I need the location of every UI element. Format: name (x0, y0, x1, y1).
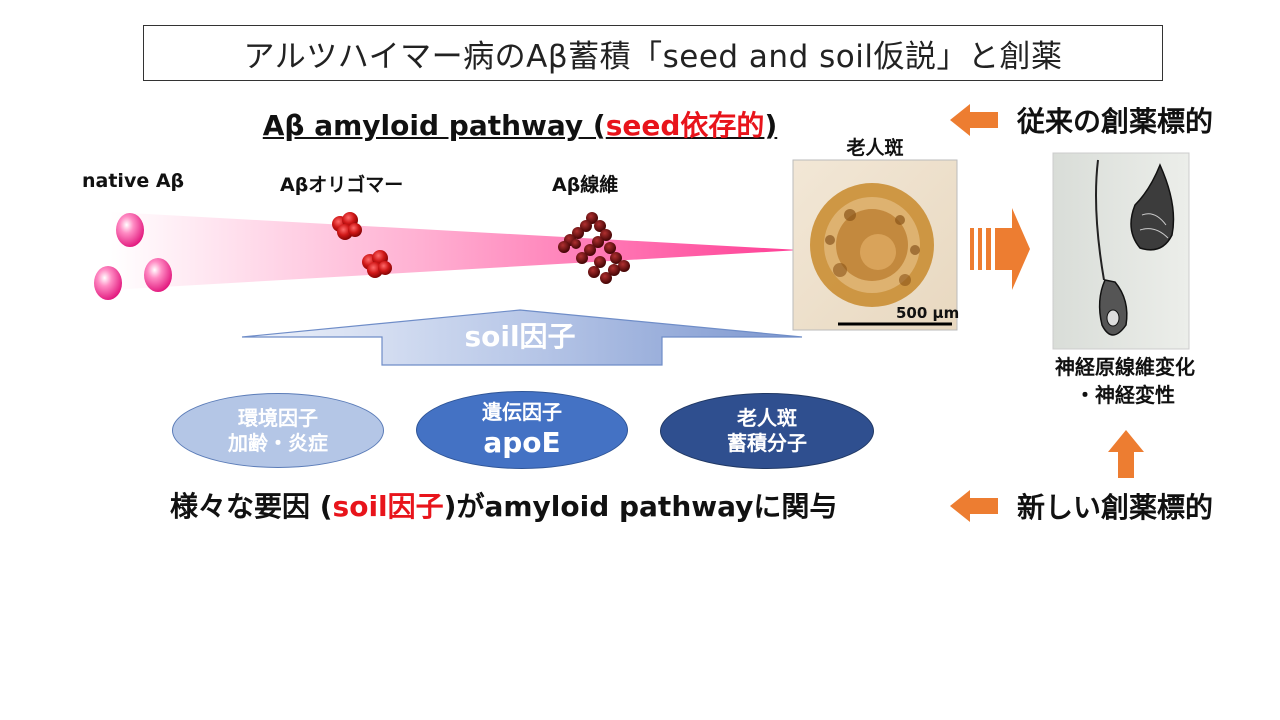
nft-label-line1: 神経原線維変化 (1055, 355, 1195, 379)
soil-arrow-label: soil因子 (464, 320, 576, 353)
pathway-subtitle: Aβ amyloid pathway (seed依存的) (250, 104, 790, 144)
stage-fibril-label: Aβ線維 (552, 174, 619, 196)
subtitle-highlight: seed依存的 (605, 109, 765, 142)
neurofibrillary-tangle-image (1052, 152, 1190, 350)
plaque-label: 老人斑 (846, 137, 904, 159)
new-target-label: 新しい創薬標的 (1017, 491, 1214, 524)
factor-3-line2: 蓄積分子 (727, 431, 807, 455)
nft-label: 神経原線維変化 ・神経変性 (1030, 353, 1220, 409)
factor-1-line1: 環境因子 (238, 405, 318, 430)
factor-3-line1: 老人斑 (737, 406, 797, 430)
soil-factor-statement: 様々な要因 (soil因子)がamyloid pathwayに関与 (170, 485, 837, 525)
senile-plaque-image (792, 159, 958, 331)
conventional-target-label: 従来の創薬標的 (1017, 105, 1214, 138)
bottom-highlight: soil因子 (332, 490, 444, 523)
factor-1-line2: 加齢・炎症 (228, 430, 328, 455)
conventional-target-arrow (950, 104, 998, 136)
stage-native-label: native Aβ (82, 170, 185, 192)
scale-bar-label: 500 μm (896, 304, 960, 322)
nft-label-line2: ・神経変性 (1075, 383, 1175, 407)
subtitle-suffix: ) (764, 109, 778, 142)
upward-arrow (1108, 430, 1144, 478)
fibril-particles (558, 212, 630, 284)
subtitle-prefix: Aβ amyloid pathway ( (262, 109, 606, 142)
factor-2-line2: apoE (483, 426, 561, 459)
bottom-suffix: )がamyloid pathwayに関与 (443, 490, 838, 523)
stage-oligomer-label: Aβオリゴマー (280, 174, 404, 196)
page-title: アルツハイマー病のAβ蓄積「seed and soil仮説」と創薬 (143, 25, 1163, 81)
genetic-factor-ellipse: 遺伝因子 apoE (416, 391, 628, 469)
environmental-factor-ellipse: 環境因子 加齢・炎症 (172, 393, 384, 468)
oligomer-particles (332, 212, 392, 278)
progression-arrow (970, 208, 1030, 290)
factor-2-line1: 遺伝因子 (482, 400, 562, 424)
new-target-arrow (950, 490, 998, 522)
pathway-wedge (110, 212, 800, 290)
bottom-prefix: 様々な要因 ( (170, 490, 333, 523)
native-abeta-particles (94, 213, 172, 300)
plaque-molecule-ellipse: 老人斑 蓄積分子 (660, 393, 874, 469)
soil-arrow (241, 309, 803, 366)
